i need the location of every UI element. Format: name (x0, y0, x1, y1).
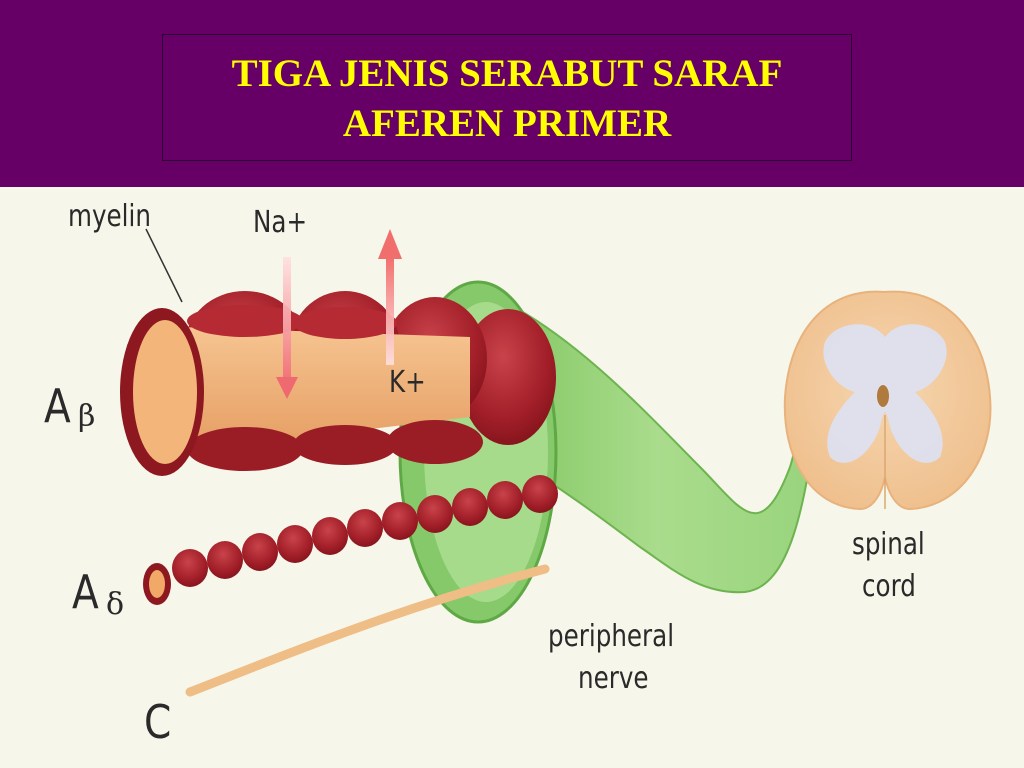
a-delta-letter: A (72, 565, 99, 619)
k-ion-label: K+ (389, 365, 426, 400)
myelin-label: myelin (68, 199, 151, 234)
title-box: TIGA JENIS SERABUT SARAF AFEREN PRIMER (162, 34, 852, 161)
myelin-pointer-line (145, 228, 183, 303)
na-ion-label: Na+ (253, 205, 308, 240)
a-delta-fiber (143, 475, 558, 605)
a-beta-letter: A (44, 379, 71, 433)
spinal-cord-label-line1: spinal (852, 527, 925, 562)
c-fiber-label: C (144, 695, 172, 749)
na-influx-arrow (276, 257, 298, 399)
a-beta-subscript: β (78, 399, 96, 434)
k-efflux-arrow (378, 229, 402, 365)
a-delta-subscript: δ (106, 587, 125, 622)
peripheral-nerve-label-line2: nerve (578, 661, 649, 696)
c-fiber (185, 564, 550, 697)
a-beta-fiber (120, 291, 556, 476)
peripheral-nerve-label-line1: peripheral (548, 619, 675, 654)
title-line-2: AFEREN PRIMER (342, 102, 672, 145)
spinal-cord (783, 290, 992, 511)
diagram-illustration (120, 228, 992, 697)
title-line-1: TIGA JENIS SERABUT SARAF (231, 52, 783, 95)
spinal-cord-label-line2: cord (862, 569, 916, 604)
